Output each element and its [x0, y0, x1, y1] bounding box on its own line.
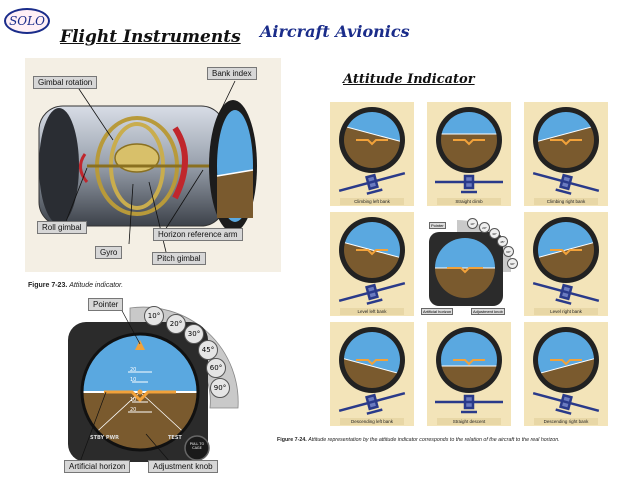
attitude-card-label: Straight descent — [452, 419, 486, 424]
bank-mark-10: 10° — [144, 306, 164, 326]
attitude-card-label: Straight climb — [455, 199, 483, 204]
bank-mark-30: 30° — [184, 324, 204, 344]
center-bank-mark: 90° — [507, 258, 518, 269]
callout-pointer: Pointer — [88, 298, 124, 311]
test-label: TEST — [168, 435, 182, 441]
attitude-card: Straight climb — [427, 102, 511, 206]
callout-bank-index: Bank index — [207, 67, 257, 80]
bank-mark-45: 45° — [198, 340, 218, 360]
attitude-card-label: Climbing left bank — [354, 199, 390, 204]
pitch-mark-up-10: 10 — [130, 377, 137, 383]
center-bank-mark: 30° — [489, 228, 500, 239]
attitude-indicator-large: 10° 20° 30° 45° 60° 90° 20 10 10 20 STBY… — [60, 288, 245, 478]
attitude-card: Descending right bank — [524, 322, 608, 426]
attitude-card-label: Descending right bank — [543, 419, 589, 424]
callout-roll-gimbal: Roll gimbal — [37, 221, 87, 234]
attitude-grid: Climbing left bank Straight climb — [330, 102, 630, 432]
attitude-card: Level left bank — [330, 212, 414, 316]
solo-label: SOLO — [9, 14, 45, 28]
figure-7-24-number: Figure 7-24. — [277, 437, 307, 443]
attitude-card: Level right bank — [524, 212, 608, 316]
attitude-card-label: Climbing right bank — [546, 199, 586, 204]
attitude-card: Climbing right bank — [524, 102, 608, 206]
figure-7-24-caption: Figure 7-24. Attitude representation by … — [277, 437, 560, 443]
callout-horizon-reference-arm: Horizon reference arm — [153, 228, 243, 241]
page-title: Flight Instruments — [60, 27, 241, 47]
subtitle: Attitude Indicator — [343, 72, 475, 87]
pitch-mark-down-20: 20 — [130, 407, 137, 413]
attitude-card-label: Descending left bank — [350, 419, 394, 424]
pitch-mark-up-20: 20 — [130, 367, 137, 373]
figure-7-23-text: Attitude indicator. — [69, 282, 124, 289]
gyro-cutaway-drawing — [25, 58, 281, 272]
figure-7-23-number: Figure 7-23. — [28, 282, 68, 289]
pitch-mark-down-10: 10 — [130, 397, 137, 403]
bank-mark-60: 60° — [206, 358, 226, 378]
attitude-card-label: Level right bank — [550, 309, 582, 314]
center-callout-adjustment-knob: Adjustment knob — [471, 308, 505, 315]
callout-adjustment-knob: Adjustment knob — [148, 460, 218, 473]
callout-gyro: Gyro — [95, 246, 123, 259]
figure-7-24-text: Attitude representation by the attitude … — [308, 437, 560, 443]
attitude-card: Straight descent — [427, 322, 511, 426]
attitude-card: Descending left bank — [330, 322, 414, 426]
center-bank-mark: 10° — [467, 218, 478, 229]
figure-7-23-caption: Figure 7-23. Attitude indicator. — [28, 282, 123, 289]
center-bank-mark: 20° — [479, 222, 490, 233]
cutaway-illustration: Gimbal rotation Bank index Roll gimbal H… — [25, 58, 281, 272]
attitude-card-label: Level left bank — [357, 309, 387, 314]
adjustment-knob[interactable]: PULL TO CAGE — [189, 442, 205, 450]
solo-badge: SOLO — [4, 8, 50, 34]
bank-mark-90: 90° — [210, 378, 230, 398]
center-bank-mark: 60° — [503, 246, 514, 257]
center-bank-mark: 45° — [497, 236, 508, 247]
center-callout-artificial-horizon: Artificial horizon — [421, 308, 454, 315]
callout-artificial-horizon: Artificial horizon — [64, 460, 131, 473]
stby-pwr-label: STBY PWR — [90, 435, 119, 441]
bank-mark-20: 20° — [166, 314, 186, 334]
section-title: Aircraft Avionics — [260, 22, 410, 41]
callout-pitch-gimbal: Pitch gimbal — [152, 252, 206, 265]
center-callout-pointer: Pointer — [429, 222, 446, 229]
attitude-card: Climbing left bank — [330, 102, 414, 206]
callout-gimbal-rotation: Gimbal rotation — [33, 76, 98, 89]
